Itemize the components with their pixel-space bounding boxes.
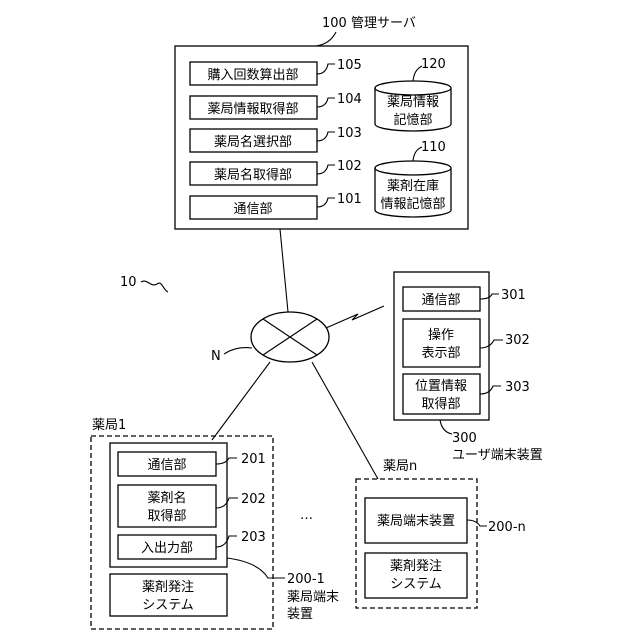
pharmacy1-terminal-name-1: 薬局端末: [287, 590, 339, 605]
svg-text:取得部: 取得部: [421, 396, 460, 412]
svg-text:303: 303: [505, 380, 530, 395]
svg-text:購入回数算出部: 購入回数算出部: [207, 68, 298, 83]
pharmacyn-title: 薬局n: [383, 459, 417, 474]
svg-text:301: 301: [501, 288, 526, 303]
pharmacy1-terminal-name-2: 装置: [287, 607, 313, 622]
network-icon: [251, 312, 329, 362]
wireless-link-symbol: [326, 306, 384, 328]
svg-text:位置情報: 位置情報: [415, 379, 467, 394]
user-terminal-ref: 300: [452, 431, 477, 446]
server-title: 100 管理サーバ: [322, 16, 416, 31]
pharmacy1-terminal-ref: 200-1: [287, 572, 325, 587]
svg-text:薬局情報: 薬局情報: [387, 95, 439, 110]
pharmacyn-terminal: 薬局端末装置 200-n: [365, 498, 526, 543]
svg-text:薬剤発注: 薬剤発注: [390, 558, 442, 574]
svg-text:104: 104: [337, 92, 362, 107]
svg-text:102: 102: [337, 159, 362, 174]
svg-text:取得部: 取得部: [147, 508, 186, 524]
user-unit-location: 位置情報 取得部 303: [403, 374, 530, 414]
user-unit-communication: 通信部 301: [403, 287, 526, 311]
svg-text:情報記憶部: 情報記憶部: [380, 196, 445, 212]
user-unit-operation-display: 操作 表示部 302: [403, 319, 530, 367]
user-terminal-name: ユーザ端末装置: [452, 448, 543, 463]
system-ref-label: 10: [120, 275, 137, 290]
svg-text:薬剤名: 薬剤名: [147, 490, 186, 506]
pharmacy1-title: 薬局1: [92, 418, 126, 433]
svg-text:201: 201: [241, 452, 266, 467]
pharmacyn-order-system: 薬剤発注 システム: [365, 553, 467, 598]
svg-text:302: 302: [505, 333, 530, 348]
svg-text:105: 105: [337, 58, 362, 73]
svg-text:薬局名取得部: 薬局名取得部: [214, 167, 292, 183]
svg-text:120: 120: [421, 57, 446, 72]
pharmacy1-terminal-ref-leader: [227, 558, 285, 578]
svg-text:通信部: 通信部: [233, 202, 272, 217]
network-label: N: [211, 349, 221, 364]
svg-text:通信部: 通信部: [147, 458, 186, 473]
pharmacy-ellipsis: …: [300, 508, 313, 523]
pharmacy1-order-system: 薬剤発注 システム: [110, 574, 227, 616]
pharmacy1-unit-communication: 通信部 201: [118, 452, 266, 476]
svg-text:操作: 操作: [428, 327, 454, 343]
svg-text:システム: システム: [142, 598, 194, 613]
svg-text:薬局情報取得部: 薬局情報取得部: [207, 101, 298, 117]
svg-text:通信部: 通信部: [421, 293, 460, 308]
user-terminal-ref-leader: [440, 420, 452, 434]
pharmacy1-unit-drugname: 薬剤名 取得部 202: [118, 485, 266, 527]
svg-text:記憶部: 記憶部: [393, 112, 432, 128]
svg-text:110: 110: [421, 140, 446, 155]
network-label-leader: [224, 348, 252, 354]
svg-text:薬剤発注: 薬剤発注: [142, 579, 194, 595]
svg-text:システム: システム: [390, 577, 442, 592]
svg-text:202: 202: [241, 492, 266, 507]
svg-text:薬剤在庫: 薬剤在庫: [387, 178, 439, 194]
link-network-pharmacy1: [212, 362, 270, 440]
link-server-network: [280, 229, 288, 312]
svg-text:薬局名選択部: 薬局名選択部: [214, 134, 292, 150]
server-title-leader: [316, 32, 336, 46]
svg-text:203: 203: [241, 530, 266, 545]
system-ref-squiggle: [141, 281, 168, 292]
svg-text:103: 103: [337, 126, 362, 141]
svg-text:200-n: 200-n: [488, 520, 526, 535]
link-network-pharmacyn: [312, 362, 378, 479]
svg-text:薬局端末装置: 薬局端末装置: [377, 514, 455, 529]
svg-text:101: 101: [337, 192, 362, 207]
svg-text:入出力部: 入出力部: [141, 541, 193, 556]
svg-text:表示部: 表示部: [421, 346, 460, 361]
